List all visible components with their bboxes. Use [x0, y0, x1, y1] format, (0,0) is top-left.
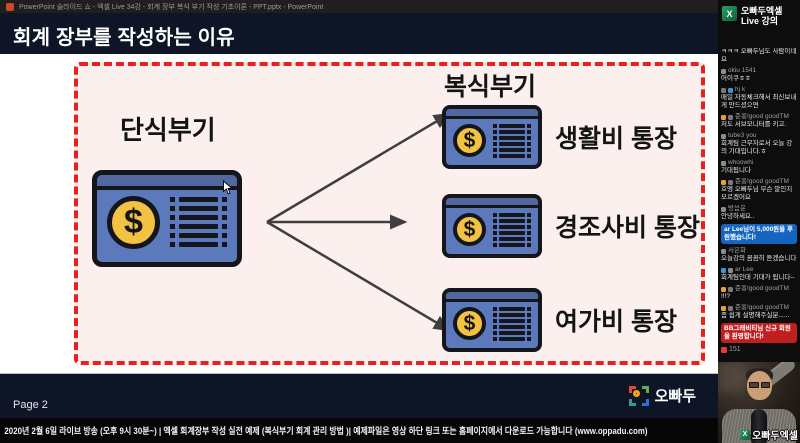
chat-username: 서은화 — [721, 247, 797, 255]
ledger-icon-large: $ — [92, 170, 242, 267]
chat-text: 기대됩니다 — [721, 167, 751, 174]
user-badge-icon — [721, 114, 726, 120]
webcam-feed: X 오빠두엑셀 — [718, 362, 800, 443]
slide-body[interactable]: 단식부기 복식부기 $ $ 생활비 통장 $ 경조사비 통장 $ 여가비 통장 — [0, 54, 718, 373]
chat-username: okiu 1541 — [721, 67, 797, 75]
ledger-icon-small: $ — [442, 288, 542, 352]
window-title: PowerPoint 슬라이드 쇼 - 엑셀 Live 34강 - 회계 장부 … — [19, 3, 324, 11]
chat-username: whoowhi — [721, 159, 797, 167]
brand-logo: 오빠두 — [628, 385, 696, 406]
user-badge-icon — [728, 114, 733, 120]
channel-name: 오빠두엑셀 Live 강의 — [741, 6, 783, 26]
chat-message: 준홍!good goodTM!!!? — [721, 285, 797, 301]
chat-text: 회계팀인데 기대가 됩니다-- — [721, 274, 795, 281]
slide-header: 회계 장부를 작성하는 이유 — [0, 13, 718, 54]
user-badge-icon — [721, 68, 726, 74]
ledger-icon-small: $ — [442, 105, 542, 169]
chat-username: ar Lee — [721, 266, 797, 274]
superchat-message: ar Lee님이 5,000원을 후원했습니다! — [721, 224, 797, 244]
user-badge-icon — [728, 305, 733, 311]
chat-text: 회계팀 근무자로서 오늘 강의 기대입니다.ㅎ — [721, 140, 793, 155]
diagram-box: 단식부기 복식부기 $ $ 생활비 통장 $ 경조사비 통장 $ 여가비 통장 — [74, 62, 705, 365]
chat-text: 오늘강의 꼼꼼히 듣겠습니다 — [721, 255, 797, 262]
excel-icon-small: X — [740, 429, 750, 440]
chat-message: ㅋㅋㅋ 오빠두님도 사람이네요 — [721, 48, 797, 64]
membership-message: BB그래비티님 신규 회원을 환영합니다! — [721, 323, 797, 343]
window-titlebar: PowerPoint 슬라이드 쇼 - 엑셀 Live 34강 - 회계 장부 … — [0, 0, 718, 13]
user-badge-icon — [721, 286, 726, 292]
oppadu-logo-icon — [628, 385, 649, 406]
chat-text: !!!? — [721, 293, 731, 300]
slide-title: 회계 장부를 작성하는 이유 — [13, 27, 235, 49]
dollar-coin-icon: $ — [453, 213, 486, 246]
chat-username: tube3 you — [721, 132, 797, 140]
viewer-count: 151 — [721, 346, 797, 354]
webcam-watermark: X 오빠두엑셀 — [740, 427, 798, 442]
chat-username: 방음운 — [721, 205, 797, 213]
powerpoint-icon — [6, 2, 14, 11]
microphone-icon — [751, 409, 767, 443]
page-number: Page 2 — [13, 399, 48, 411]
account-row: $ 여가비 통장 — [442, 288, 677, 352]
watermark-text: 오빠두엑셀 — [752, 431, 798, 442]
status-bar-text: 2020년 2월 6일 라이브 방송 (오후 9시 30분~) | 엑셀 회계장… — [4, 426, 648, 436]
brand-name: 오빠두 — [654, 388, 696, 405]
user-badge-icon — [721, 87, 726, 93]
dollar-coin-icon: $ — [453, 307, 486, 340]
chat-text: 호엥 오빠두님 무슨 말인지 모르겠어요 — [721, 186, 793, 201]
chat-text: 좀 쉽게 설명해주실분...... — [721, 312, 790, 319]
presenter-glasses — [749, 382, 770, 388]
dollar-coin-icon: $ — [107, 195, 160, 249]
user-badge-icon — [728, 267, 733, 273]
dollar-coin-icon: $ — [453, 124, 486, 157]
double-entry-label: 복식부기 — [444, 73, 537, 101]
chat-username: 준홍!good goodTM — [721, 178, 797, 186]
user-badge-icon — [721, 179, 726, 185]
mouse-cursor — [223, 180, 233, 195]
single-entry-label: 단식부기 — [120, 115, 216, 145]
user-badge-icon — [721, 133, 726, 139]
slideshow-area[interactable]: 회계 장부를 작성하는 이유 단식부기 복식부기 $ — [0, 13, 718, 443]
chat-text: 어이쿠ㅎㅎ — [721, 75, 751, 82]
account-label: 생활비 통장 — [555, 125, 677, 153]
excel-icon: X — [722, 6, 737, 21]
user-badge-icon — [721, 267, 726, 273]
account-label: 여가비 통장 — [555, 308, 677, 336]
user-badge-icon — [721, 305, 726, 311]
chat-username: hj k — [721, 86, 797, 94]
chat-username: 준홍!good goodTM — [721, 304, 797, 312]
account-row: $ 경조사비 통장 — [442, 194, 700, 258]
user-badge-icon — [728, 286, 733, 292]
account-row: $ 생활비 통장 — [442, 105, 677, 169]
account-label: 경조사비 통장 — [555, 214, 700, 242]
chat-username: 준홍!good goodTM — [721, 285, 797, 293]
chat-text: ㅋㅋㅋ 오빠두님도 사람이네요 — [721, 48, 797, 63]
user-badge-icon — [721, 206, 726, 212]
user-badge-icon — [721, 160, 726, 166]
channel-header: X 오빠두엑셀 Live 강의 — [718, 0, 800, 30]
user-badge-icon — [728, 87, 733, 93]
slide-footer: Page 2 오빠두 — [0, 373, 718, 418]
user-badge-icon — [728, 179, 733, 185]
live-chat-sidebar: X 오빠두엑셀 Live 강의 ㅋㅋㅋ 오빠두님도 사람이네요 okiu 1541… — [718, 0, 800, 443]
chat-text: 안녕하세요.. — [721, 213, 755, 220]
chat-text: 저도 서브모니터를 키고. — [721, 121, 787, 128]
ledger-icon-small: $ — [442, 194, 542, 258]
chat-text: 매일 자동체크해서 최신보내게 만드셨으면 — [721, 94, 797, 109]
like-icon — [721, 347, 727, 353]
chat-username: 준홍!good goodTM — [721, 113, 797, 121]
user-badge-icon — [721, 248, 726, 254]
status-bar: 2020년 2월 6일 라이브 방송 (오후 9시 30분~) | 엑셀 회계장… — [0, 418, 718, 443]
